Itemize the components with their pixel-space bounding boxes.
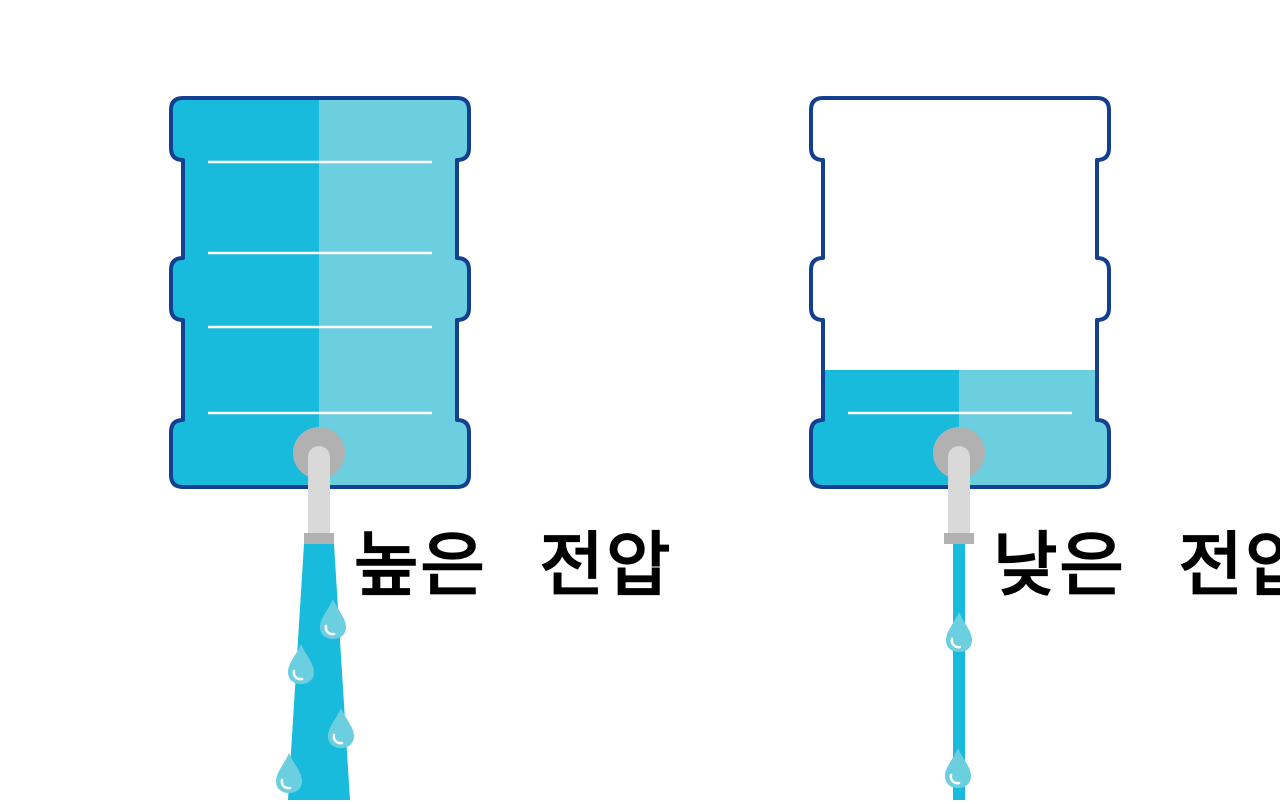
water-drop-icon xyxy=(944,610,974,654)
water-drop-icon xyxy=(943,746,973,790)
high-voltage-tank xyxy=(169,96,471,489)
level-lines xyxy=(208,160,432,415)
high-voltage-label: 높은 전압 xyxy=(354,524,673,606)
low-voltage-tank xyxy=(809,96,1111,489)
faucet-icon xyxy=(293,427,345,544)
low-voltage-label: 낮은 전압 xyxy=(993,524,1280,606)
water-stream-icon xyxy=(953,544,965,800)
water-tank-icon xyxy=(169,96,471,489)
water-tank-icon xyxy=(809,96,1111,489)
faucet-icon xyxy=(933,427,985,544)
water-fill-low xyxy=(811,370,1109,487)
